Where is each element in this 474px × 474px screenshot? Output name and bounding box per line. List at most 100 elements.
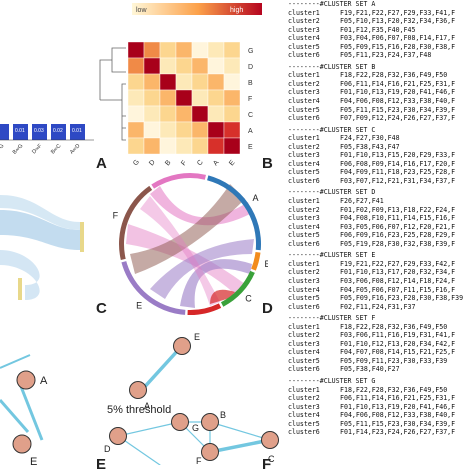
sankey-node <box>18 278 22 300</box>
cluster-name: cluster1 <box>288 197 320 206</box>
cluster-members: F01,F10,F13,F17,F20,F32,F34,F <box>340 268 456 277</box>
heatmap-cell <box>127 105 145 123</box>
cluster-members: F18,F22,F28,F32,F36,F49,F50 <box>340 322 448 331</box>
cluster-name: cluster5 <box>288 294 320 303</box>
cluster-set-header: --------#CLUSTER SET D <box>288 188 376 197</box>
cluster-name: cluster4 <box>288 411 320 420</box>
chord-arc <box>207 175 261 251</box>
cluster-members: F06,F11,F14,F16,F21,F25,F31,F <box>340 394 456 403</box>
heatmap-cell <box>223 105 241 123</box>
cluster-set-header: --------#CLUSTER SET B <box>288 62 376 71</box>
cluster-name: cluster1 <box>288 259 320 268</box>
cluster-members: F24,F27,F30,F48 <box>340 134 400 143</box>
cluster-members: F01,F10,F12,F13,F20,F34,F42,F <box>340 339 456 348</box>
cluster-set-header: --------#CLUSTER SET G <box>288 376 376 385</box>
bar <box>32 124 47 140</box>
cluster-members: F19,F21,F22,F27,F29,F33,F42,F <box>340 259 456 268</box>
bar <box>13 124 28 140</box>
cluster-members: F05,F09,F15,F16,F28,F30,F38,F <box>340 42 456 51</box>
heatmap-cell <box>143 73 161 91</box>
cluster-members: F03,F06,F08,F12,F14,F18,F24,F <box>340 276 456 285</box>
cluster-members: F04,F08,F10,F11,F14,F15,F16,F <box>340 214 456 223</box>
panel-label-d: D <box>262 300 273 317</box>
cluster-row: cluster2 F01,F10,F13,F17,F20,F32,F34,F <box>288 268 474 277</box>
chord-ribbon <box>140 196 220 306</box>
chord-label: F <box>113 210 119 220</box>
network-edge <box>208 438 272 454</box>
cluster-members: F01,F10,F13,F15,F20,F29,F33,F <box>340 151 456 160</box>
network-node <box>201 413 219 431</box>
heatmap-cell <box>191 57 209 75</box>
cluster-members: F18,F22,F28,F32,F36,F49,F50 <box>340 385 448 394</box>
heatmap-cell <box>175 57 193 75</box>
cluster-members: F05,F09,F11,F23,F30,F33,F39 <box>340 356 448 365</box>
cluster-name: cluster5 <box>288 356 320 365</box>
network-node-label: D <box>104 444 111 454</box>
cluster-name: cluster3 <box>288 276 320 285</box>
panel-label-c: C <box>96 300 107 317</box>
panel-label-e: E <box>96 456 107 473</box>
cluster-row: cluster4 F04,F06,F08,F12,F33,F38,F40,F <box>288 411 474 420</box>
network-edge <box>18 383 44 441</box>
network-edge <box>138 346 182 394</box>
sankey-flow <box>0 210 80 250</box>
network-node <box>261 431 279 449</box>
heatmap-cell <box>191 105 209 123</box>
chord-labels: ABCDEFG <box>113 168 268 318</box>
heatmap-cell <box>191 89 209 107</box>
chord-arc <box>121 261 186 315</box>
network-node <box>12 434 32 454</box>
heatmap-col-label: A <box>212 159 221 167</box>
cluster-members: F07,F09,F12,F24,F26,F27,F37,F <box>340 114 456 123</box>
cluster-members: F04,F06,F08,F12,F33,F38,F40,F <box>340 97 456 106</box>
bar-value-label: 0.01 <box>72 128 82 134</box>
cluster-members: F05,F11,F15,F23,F30,F34,F39,F <box>340 105 456 114</box>
heatmap-cell <box>191 121 209 139</box>
bar-value-label: 0.03 <box>34 128 44 134</box>
chord-ribbon <box>130 184 245 274</box>
cluster-members: F04,F07,F08,F14,F15,F21,F25,F <box>340 348 456 357</box>
cluster-members: F03,F06,F11,F16,F19,F31,F41,F <box>340 331 456 340</box>
chord-arc <box>220 270 255 307</box>
cluster-members: F04,F06,F08,F12,F33,F38,F40,F <box>340 411 456 420</box>
network-edge <box>209 421 271 441</box>
legend-high-label: high <box>230 7 243 14</box>
cluster-members: F01,F10,F13,F19,F20,F41,F46,F <box>340 402 456 411</box>
cluster-set-spacer <box>288 437 474 440</box>
heatmap-cell <box>207 73 225 91</box>
heatmap-col-label: C <box>196 159 205 167</box>
heatmap-cell <box>159 137 177 155</box>
network-edge <box>0 354 31 369</box>
cluster-set-header: --------#CLUSTER SET F <box>288 314 376 323</box>
network-threshold: 5% threshold E A D G B F C <box>104 332 279 465</box>
cluster-name: cluster5 <box>288 105 320 114</box>
sankey-flow <box>0 195 80 230</box>
cluster-members: F19,F21,F22,F27,F29,F33,F41,F <box>340 8 456 17</box>
network-node <box>129 381 147 399</box>
chord-ribbon <box>210 289 235 304</box>
panel-label-a: A <box>96 155 107 172</box>
cluster-name: cluster2 <box>288 268 320 277</box>
heatmap-cell <box>143 41 161 59</box>
bar-category-label: B∞C <box>50 143 62 155</box>
cluster-members: F05,F11,F23,F24,F37,F48 <box>340 51 432 60</box>
bar <box>0 124 9 140</box>
cluster-row: cluster1 F19,F21,F22,F27,F29,F33,F42,F <box>288 260 474 269</box>
